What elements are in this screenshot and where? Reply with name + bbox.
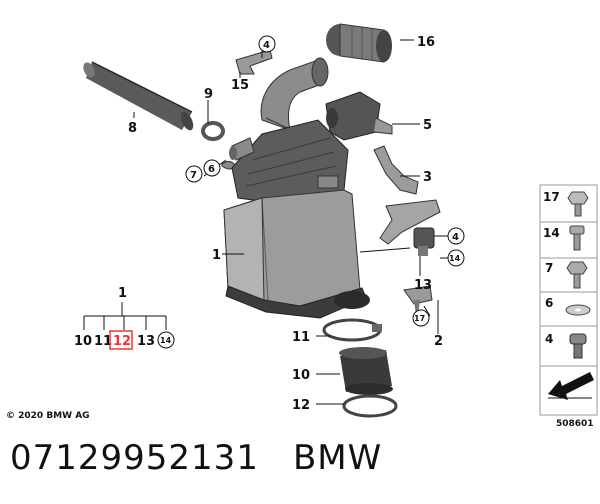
image-number: 508601 <box>556 419 594 429</box>
part-caption: 07129952131 BMW <box>10 438 382 478</box>
label-5[interactable]: 5 <box>423 118 432 133</box>
label-15[interactable]: 15 <box>231 78 249 93</box>
label-4b[interactable]: 4 <box>452 232 459 243</box>
part-16-boot[interactable] <box>326 23 392 63</box>
tree-highlight-box <box>109 330 133 350</box>
part-10-sleeve[interactable] <box>339 347 393 395</box>
label-11[interactable]: 11 <box>292 330 310 345</box>
label-13[interactable]: 13 <box>414 278 432 293</box>
tree-root: 1 <box>118 286 127 301</box>
label-10[interactable]: 10 <box>292 368 310 383</box>
part-number: 07129952131 <box>10 438 259 478</box>
side-label-14[interactable]: 14 <box>543 226 560 240</box>
screw-14-icon <box>569 225 585 251</box>
tree-child-12[interactable]: 12 <box>113 334 131 349</box>
label-4a[interactable]: 4 <box>263 40 270 51</box>
bolt-17-icon <box>567 191 589 217</box>
screw-4-icon <box>569 333 587 359</box>
parts-diagram: 16 4 15 9 8 5 7 6 3 1 4 14 13 17 2 11 10… <box>6 23 598 429</box>
tree-child-14: 14 <box>160 336 172 345</box>
arrow-icon <box>542 368 595 412</box>
part-13-sensor[interactable] <box>413 227 435 256</box>
label-17[interactable]: 17 <box>414 314 425 323</box>
washer-6-icon <box>565 304 591 316</box>
brand-name: BMW <box>292 438 383 478</box>
label-7[interactable]: 7 <box>190 170 197 181</box>
part-2-bracket[interactable] <box>403 285 433 305</box>
side-label-17[interactable]: 17 <box>543 190 560 204</box>
legend-tree: 1 10 11 12 13 14 <box>74 286 175 350</box>
part-12-clamp[interactable] <box>342 394 398 418</box>
part-5-housing[interactable] <box>325 91 393 141</box>
part-3-bracket[interactable] <box>373 145 441 245</box>
part-1-intercooler[interactable] <box>223 119 370 319</box>
label-1[interactable]: 1 <box>212 248 221 263</box>
side-label-6[interactable]: 6 <box>545 296 553 310</box>
callout-labels: 16 4 15 9 8 5 7 6 3 1 4 14 13 17 2 11 10… <box>128 35 465 413</box>
side-label-7[interactable]: 7 <box>545 261 553 275</box>
part-9-clamp[interactable] <box>201 121 225 141</box>
label-6[interactable]: 6 <box>208 164 215 175</box>
tree-child-10: 10 <box>74 334 92 349</box>
side-panel: 17 14 7 6 4 <box>539 184 598 416</box>
tree-child-11: 11 <box>94 334 112 349</box>
label-2[interactable]: 2 <box>434 334 443 349</box>
tree-child-13: 13 <box>137 334 155 349</box>
label-8[interactable]: 8 <box>128 121 137 136</box>
label-14[interactable]: 14 <box>449 254 461 263</box>
part-8-hose[interactable] <box>81 61 196 133</box>
side-label-4[interactable]: 4 <box>545 332 553 346</box>
label-12[interactable]: 12 <box>292 398 310 413</box>
part-15-bracket[interactable] <box>235 49 273 75</box>
label-3[interactable]: 3 <box>423 170 432 185</box>
copyright-text: © 2020 BMW AG <box>6 411 90 421</box>
label-9[interactable]: 9 <box>204 87 213 102</box>
bolt-7-icon <box>566 261 588 289</box>
part-11-clamp[interactable] <box>322 318 382 342</box>
label-16[interactable]: 16 <box>417 35 435 50</box>
